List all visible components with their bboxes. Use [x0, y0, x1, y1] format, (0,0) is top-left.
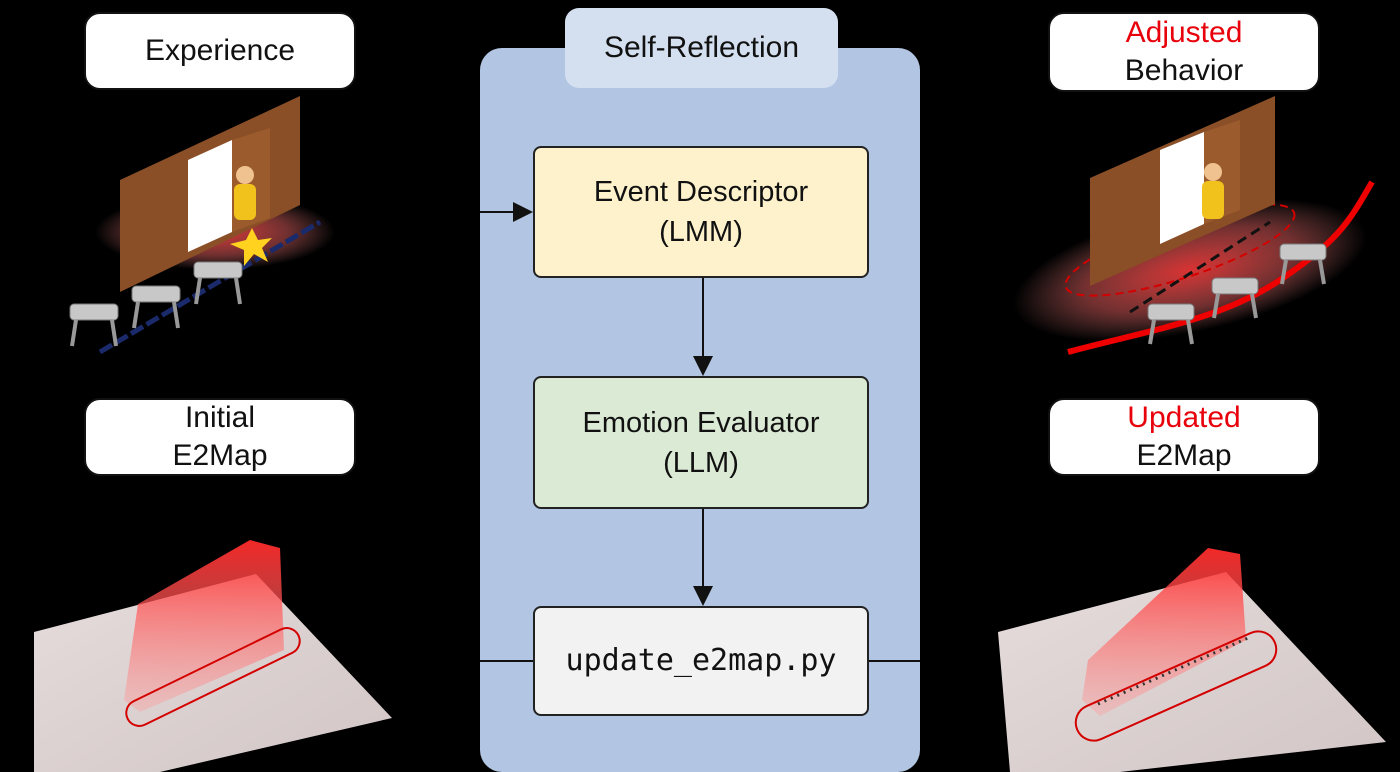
updated-e2map-label: Updated E2Map [1048, 398, 1320, 476]
adjusted-behavior-label-line2: Behavior [1124, 54, 1244, 87]
person-head-right [1204, 163, 1222, 181]
adjusted-behavior-illustration [1013, 96, 1375, 355]
emotion-peak-right [1082, 548, 1246, 716]
planned-path-dashed [1129, 220, 1271, 314]
adjusted-behavior-label: Adjusted Behavior [1048, 12, 1320, 92]
initial-e2map-surface [34, 540, 392, 772]
event-descriptor-line2: (LMM) [659, 216, 743, 248]
self-reflection-title: Self-Reflection [565, 8, 838, 88]
self-reflection-title-text: Self-Reflection [603, 31, 800, 64]
person-body-right [1202, 181, 1224, 219]
update-script-box: update_e2map.py [533, 606, 869, 716]
robot-dogs-right [1147, 243, 1327, 345]
emotion-evaluator-line2: (LLM) [663, 446, 739, 479]
emotion-evaluator-box: Emotion Evaluator (LLM) [533, 376, 869, 509]
map-plane-right [998, 572, 1386, 772]
emotion-evaluator-line1: Emotion Evaluator [582, 406, 820, 439]
event-descriptor-line1: Event Descriptor [593, 176, 809, 208]
experience-label-text: Experience [144, 34, 296, 67]
emotion-footprint-left [125, 627, 301, 727]
person-body [234, 184, 256, 220]
robot-path-line [98, 219, 322, 355]
experience-label: Experience [84, 12, 356, 90]
initial-e2map-label-line2: E2Map [172, 439, 268, 472]
initial-e2map-label: Initial E2Map [84, 398, 356, 476]
initial-e2map-label-line1: Initial [184, 401, 256, 434]
person-head [236, 166, 254, 184]
door-opening [188, 140, 232, 252]
door-opening-right [1160, 132, 1204, 244]
collision-burst-icon [230, 228, 272, 266]
emotion-peak-left [124, 540, 284, 712]
adjusted-path [1067, 180, 1375, 355]
updated-e2map-label-line2: E2Map [1136, 439, 1232, 472]
event-descriptor-box: Event Descriptor (LMM) [533, 146, 869, 278]
robot-dogs [69, 261, 243, 347]
update-script-name: update_e2map.py [565, 643, 837, 678]
updated-e2map-surface [998, 548, 1386, 772]
emotion-footprint-right [1074, 630, 1278, 742]
updated-e2map-label-line1: Updated [1127, 401, 1241, 434]
adjusted-behavior-label-line1: Adjusted [1125, 16, 1243, 49]
experience-illustration [69, 96, 335, 355]
